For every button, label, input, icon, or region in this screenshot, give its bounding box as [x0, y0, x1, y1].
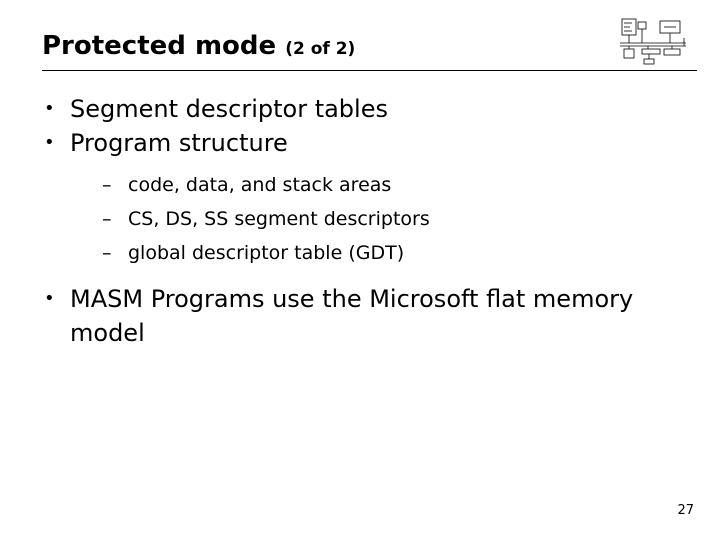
bullet-text: MASM Programs use the Microsoft flat mem… [70, 285, 634, 347]
sub-bullet-segment-descriptors: – CS, DS, SS segment descriptors [70, 202, 684, 236]
bullet-text: Program structure [70, 129, 288, 157]
sub-bullet-text: CS, DS, SS segment descriptors [128, 208, 430, 230]
bullet-text: Segment descriptor tables [70, 95, 388, 123]
bullet-spacer [44, 270, 684, 282]
slide-title: Protected mode (2 of 2) [42, 26, 355, 69]
bullet-masm-flat-model: • MASM Programs use the Microsoft flat m… [44, 282, 684, 350]
sub-bullet-code-data-stack: – code, data, and stack areas [70, 168, 684, 202]
computer-architecture-diagram-icon [620, 18, 686, 65]
slide-title-text: Protected mode [42, 31, 277, 61]
bullet-marker: • [44, 132, 55, 153]
sub-bullet-marker: – [102, 242, 112, 264]
bullet-marker: • [44, 288, 55, 309]
sub-bullet-text: code, data, and stack areas [128, 174, 392, 196]
bullet-list: • Segment descriptor tables • Program st… [44, 92, 684, 350]
bullet-marker: • [44, 98, 55, 119]
sub-bullet-list: – code, data, and stack areas – CS, DS, … [70, 168, 684, 270]
bullet-segment-descriptor-tables: • Segment descriptor tables [44, 92, 684, 126]
sub-bullet-marker: – [102, 208, 112, 230]
title-divider [42, 70, 697, 71]
sub-bullet-gdt: – global descriptor table (GDT) [70, 236, 684, 270]
bullet-program-structure: • Program structure – code, data, and st… [44, 126, 684, 270]
page-number: 27 [677, 503, 694, 518]
slide-subtitle: (2 of 2) [285, 39, 356, 59]
sub-bullet-text: global descriptor table (GDT) [128, 242, 405, 264]
sub-bullet-marker: – [102, 174, 112, 196]
